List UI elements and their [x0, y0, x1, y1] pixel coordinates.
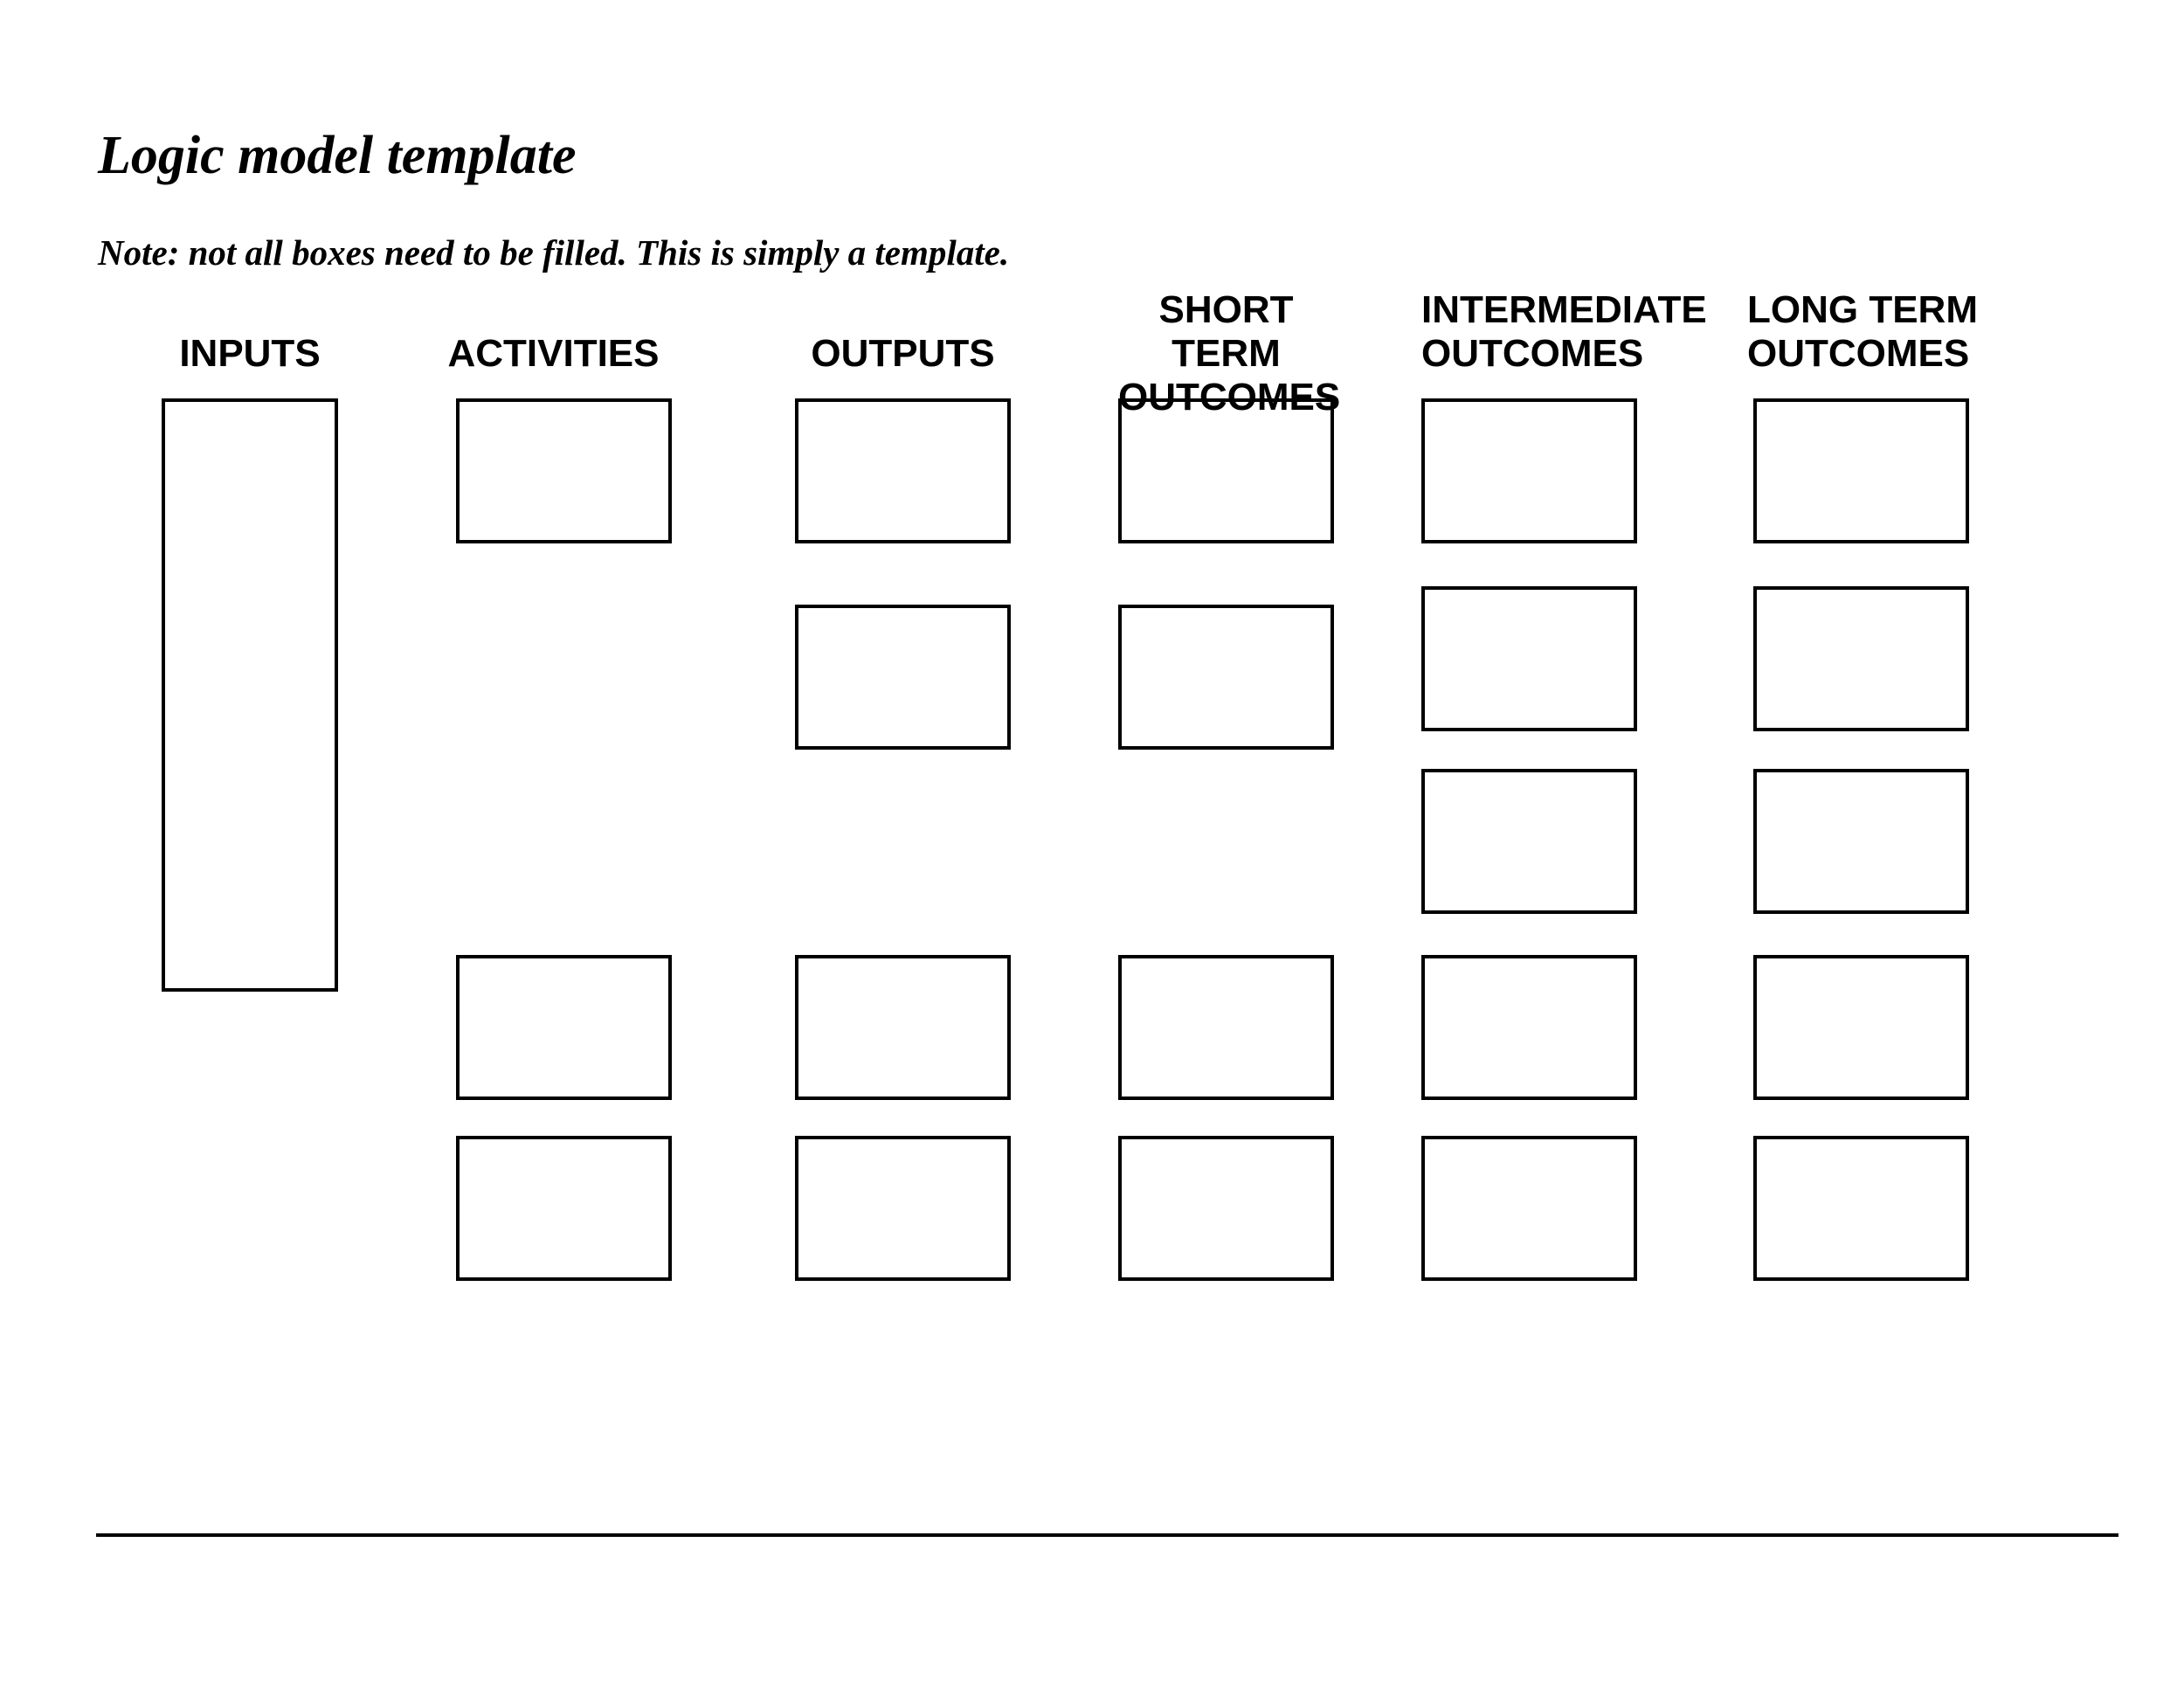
- template-box-short-term-outcomes-r2b: [1118, 605, 1334, 750]
- column-header-inputs: INPUTS: [179, 332, 321, 375]
- template-note: Note: not all boxes need to be filled. T…: [98, 232, 1010, 273]
- template-box-activities-r4: [456, 955, 672, 1100]
- template-box-outputs-r1: [795, 398, 1011, 543]
- template-box-short-term-outcomes-r5: [1118, 1136, 1334, 1281]
- column-header-outputs: OUTPUTS: [811, 332, 995, 375]
- template-box-outputs-r4: [795, 955, 1011, 1100]
- template-box-long-term-outcomes-r1: [1753, 398, 1969, 543]
- column-header-long-term-outcomes: LONG TERM OUTCOMES: [1747, 288, 1978, 375]
- template-box-outputs-r5: [795, 1136, 1011, 1281]
- page-title: Logic model template: [98, 126, 577, 185]
- template-box-long-term-outcomes-r2a: [1753, 586, 1969, 731]
- column-header-short-term-outcomes: SHORT TERM OUTCOMES: [1118, 288, 1341, 419]
- template-box-activities-r1: [456, 398, 672, 543]
- template-box-intermediate-outcomes-r3: [1421, 769, 1637, 914]
- template-box-activities-r5: [456, 1136, 672, 1281]
- template-box-long-term-outcomes-r4: [1753, 955, 1969, 1100]
- template-box-inputs-tall: [162, 398, 338, 992]
- template-box-intermediate-outcomes-r1: [1421, 398, 1637, 543]
- template-box-short-term-outcomes-r4: [1118, 955, 1334, 1100]
- template-box-outputs-r2b: [795, 605, 1011, 750]
- template-box-long-term-outcomes-r5: [1753, 1136, 1969, 1281]
- template-box-short-term-outcomes-r1: [1118, 398, 1334, 543]
- column-header-activities: ACTIVITIES: [447, 332, 660, 375]
- template-box-intermediate-outcomes-r5: [1421, 1136, 1637, 1281]
- template-box-long-term-outcomes-r3: [1753, 769, 1969, 914]
- template-box-intermediate-outcomes-r4: [1421, 955, 1637, 1100]
- template-box-intermediate-outcomes-r2a: [1421, 586, 1637, 731]
- footer-rule: [96, 1533, 2118, 1537]
- column-header-intermediate-outcomes: INTERMEDIATE OUTCOMES: [1421, 288, 1707, 375]
